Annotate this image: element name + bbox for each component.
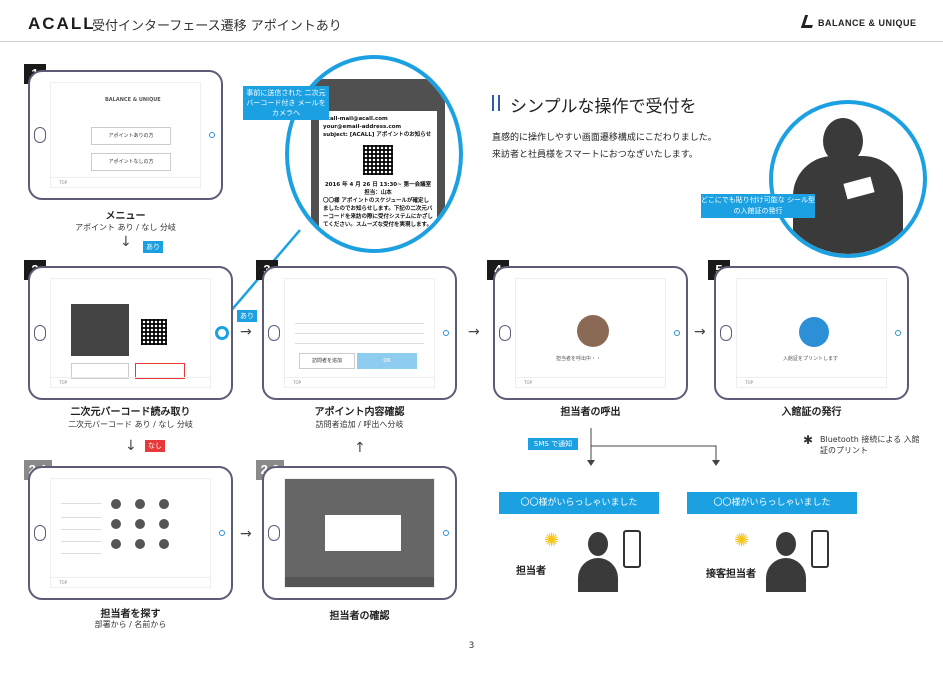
ari-tag: あり xyxy=(143,241,163,253)
host-avatar xyxy=(577,315,609,347)
up-arrow-icon: ↑ xyxy=(354,440,366,456)
camera-icon xyxy=(895,330,901,336)
home-button-icon xyxy=(268,525,280,541)
notify-message-2: 〇〇様がいらっしゃいました xyxy=(687,492,857,514)
home-button-icon xyxy=(499,325,511,341)
down-arrow-icon: ↓ xyxy=(125,438,137,454)
menu-screen: BALANCE & UNIQUE アポイントありの方 アポイントなしの方 TOP xyxy=(50,82,201,188)
qr-magnifier: acall-mail@acall.com your@email-address.… xyxy=(285,55,463,253)
screen-footer: TOP xyxy=(51,177,200,187)
right-arrow-icon: → xyxy=(468,324,480,340)
search-screen: TOP xyxy=(50,478,211,588)
scan-screen: TOP xyxy=(50,278,211,388)
qr-code-icon xyxy=(363,145,393,175)
right-arrow-icon: → xyxy=(240,526,252,542)
page-title: 受付インターフェース遷移 アポイントあり xyxy=(92,19,342,34)
camera-icon xyxy=(443,330,449,336)
camera-icon xyxy=(209,132,215,138)
step-2-label: 二次元バーコード読み取り xyxy=(70,407,191,418)
step-2-tablet: TOP xyxy=(28,266,233,400)
notify-message-1: 〇〇様がいらっしゃいました xyxy=(499,492,659,514)
screen-footer: TOP xyxy=(51,377,210,387)
reception-person-icon xyxy=(766,532,806,592)
screen-footer: TOP xyxy=(516,377,665,387)
screen-footer: TOP xyxy=(51,577,210,587)
down-arrow-icon: ↓ xyxy=(120,234,132,250)
camera-icon xyxy=(674,330,680,336)
add-visitor-button[interactable]: 訪問者を追加 xyxy=(299,353,355,369)
brand-name: BALANCE & UNIQUE xyxy=(818,18,917,28)
print-screen: 入館証をプリントします TOP xyxy=(736,278,887,388)
right-arrow-icon: → xyxy=(694,324,706,340)
step-2-sub: 二次元バーコード あり / なし 分岐 xyxy=(68,420,193,429)
step-2-1-tablet: TOP xyxy=(28,466,233,600)
home-button-icon xyxy=(34,127,46,143)
step-1-sub: アポイント あり / なし 分岐 xyxy=(75,223,176,232)
step-1-label: メニュー xyxy=(105,211,146,222)
printer-icon xyxy=(799,317,829,347)
confirm-screen: 訪問者を追加 OK TOP xyxy=(284,278,435,388)
qr-sample-icon xyxy=(141,319,167,345)
step-2-1-sub: 部署から / 名前から xyxy=(94,620,167,629)
host-label: 担当者 xyxy=(516,566,546,577)
page-header xyxy=(0,0,943,42)
step-3-sub: 訪問者追加 / 呼出へ分岐 xyxy=(315,420,404,429)
home-button-icon xyxy=(720,325,732,341)
headline-bars-icon xyxy=(492,95,500,111)
lightbulb-icon: ✺ xyxy=(544,530,560,551)
step-3-label: アポイント内容確認 xyxy=(314,407,405,418)
confirm-dialog xyxy=(325,515,401,551)
camera-icon xyxy=(219,530,225,536)
camera-icon xyxy=(215,326,229,340)
step-2-2-tablet xyxy=(262,466,457,600)
step-4-label: 担当者の呼出 xyxy=(560,407,621,418)
lightbulb-icon: ✺ xyxy=(734,530,750,551)
step-2-1-label: 担当者を探す xyxy=(100,609,161,620)
phone-icon xyxy=(623,530,641,568)
screen-footer: TOP xyxy=(737,377,886,387)
manual-search-button[interactable] xyxy=(135,363,185,379)
headline-line-2: 来訪者と社員様をスマートにおつなぎいたします。 xyxy=(492,150,698,160)
sticker-magnifier xyxy=(769,100,927,258)
email-preview: acall-mail@acall.com your@email-address.… xyxy=(319,111,437,249)
acall-logo: ACALL xyxy=(28,14,96,33)
headline-title: シンプルな操作で受付を xyxy=(510,97,697,117)
screen-footer: TOP xyxy=(285,377,434,387)
home-button-icon xyxy=(268,325,280,341)
qr-callout: 事前に送信された 二次元バーコード付き メールをカメラへ xyxy=(243,86,329,120)
sms-tag: SMS で通知 xyxy=(528,438,578,450)
host-person-icon xyxy=(578,532,618,592)
screen-brand: BALANCE & UNIQUE xyxy=(105,97,161,103)
calling-text: 担当者を呼出中・・ xyxy=(556,356,602,362)
host-confirm-screen xyxy=(284,478,435,588)
no-qr-button[interactable] xyxy=(71,363,129,379)
print-text: 入館証をプリントします xyxy=(783,356,839,362)
step-5-tablet: 入館証をプリントします TOP xyxy=(714,266,909,400)
ari-tag-2: あり xyxy=(237,310,257,322)
reception-host-label: 接客担当者 xyxy=(706,569,756,580)
sticker-callout: どこにでも貼り付け可能な シール型の入館証の発行 xyxy=(701,194,815,218)
camera-preview xyxy=(71,304,129,356)
bluetooth-text: Bluetooth 接続による 入館証のプリント xyxy=(820,435,920,455)
nashi-tag: なし xyxy=(145,440,165,452)
ok-button[interactable]: OK xyxy=(357,353,417,369)
step-5-label: 入館証の発行 xyxy=(781,407,842,418)
step-4-tablet: 担当者を呼出中・・ TOP xyxy=(493,266,688,400)
bluetooth-icon: ✱ xyxy=(803,433,814,447)
phone-icon xyxy=(811,530,829,568)
page-number: 3 xyxy=(468,641,475,651)
step-1-tablet: BALANCE & UNIQUE アポイントありの方 アポイントなしの方 TOP xyxy=(28,70,223,200)
home-button-icon xyxy=(34,525,46,541)
right-arrow-icon: → xyxy=(240,324,252,340)
calling-screen: 担当者を呼出中・・ TOP xyxy=(515,278,666,388)
appointment-no-button[interactable]: アポイントなしの方 xyxy=(91,153,171,171)
headline-line-1: 直感的に操作しやすい画面遷移構成にこだわりました。 xyxy=(492,133,717,143)
home-button-icon xyxy=(34,325,46,341)
screen-footer xyxy=(285,577,434,587)
step-3-tablet: 訪問者を追加 OK TOP xyxy=(262,266,457,400)
step-2-2-label: 担当者の確認 xyxy=(329,611,390,622)
appointment-yes-button[interactable]: アポイントありの方 xyxy=(91,127,171,145)
camera-icon xyxy=(443,530,449,536)
